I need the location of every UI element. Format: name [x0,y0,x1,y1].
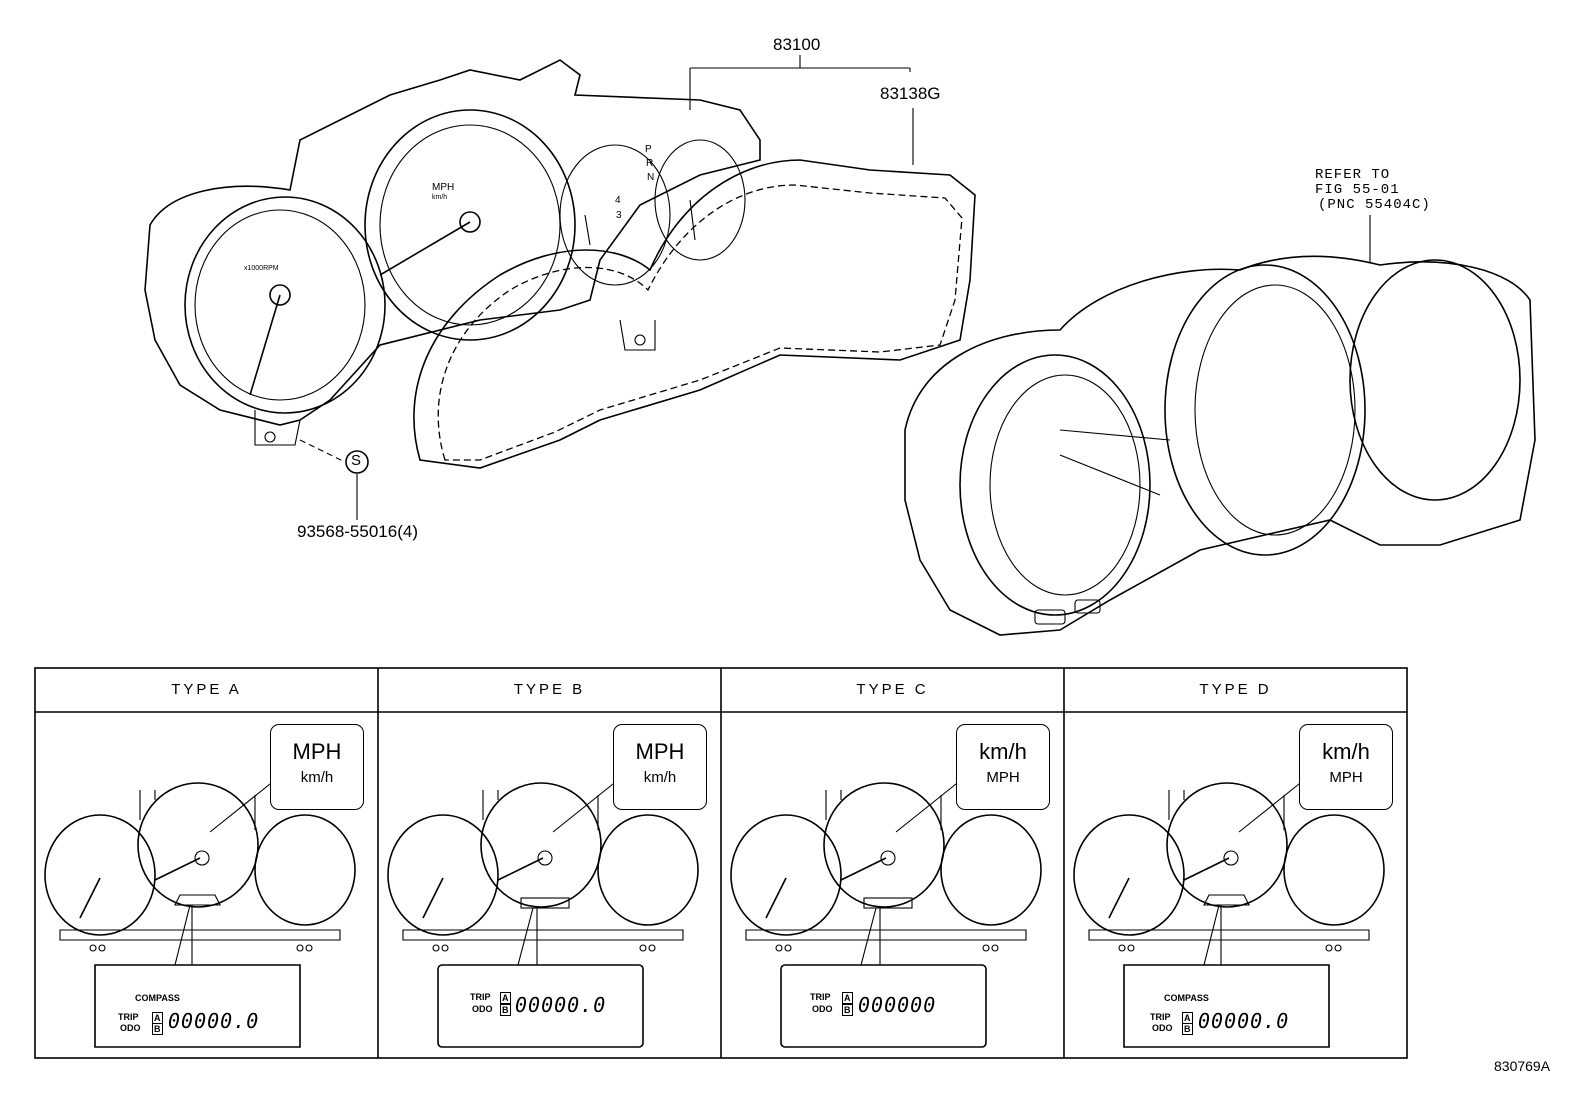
type-a-b-indicator: B [152,1023,163,1035]
cluster-assembly-drawing [144,59,761,446]
type-b-unit-secondary: km/h [643,769,677,786]
type-c-odometer-digits: 000000 [858,993,937,1017]
type-b-header: TYPE B [513,681,586,698]
type-d-unit-callout: km/h MPH [1299,724,1393,810]
type-d-compass-label: COMPASS [1164,993,1209,1003]
type-a-unit-secondary: km/h [300,769,334,786]
type-a-header: TYPE A [171,681,242,698]
type-table-frame [34,667,1408,1059]
part-number-assembly: 83100 [773,35,821,54]
type-c-unit-callout: km/h MPH [956,724,1050,810]
type-a-odo-label: ODO [120,1023,141,1033]
type-c-b-indicator: B [842,1004,853,1016]
gear-3: 3 [616,210,622,221]
type-b-odo-label: ODO [472,1004,493,1014]
type-a-compass-label: COMPASS [135,993,180,1003]
part-number-screw: 93568-55016(4) [297,522,418,541]
part-number-cover: 83138G [880,84,941,103]
tach-label: x1000RPM [244,265,279,272]
type-d-trip-label: TRIP [1150,1012,1171,1022]
type-a-cluster [44,779,356,1048]
refer-line-3: (PNC 55404C) [1318,197,1431,213]
speed-label-kmh: km/h [432,194,448,201]
type-a-unit-primary: MPH [292,739,342,764]
type-b-cluster [387,779,699,1048]
type-c-trip-label: TRIP [810,992,831,1002]
gear-r: R [646,158,654,169]
leader-lines [299,55,1371,520]
refer-line-1: REFER TO [1315,167,1391,183]
type-d-b-indicator: B [1182,1023,1193,1035]
type-c-cluster [730,779,1042,1048]
bezel-drawing [904,255,1536,636]
type-c-unit-primary: km/h [979,739,1027,764]
type-c-unit-secondary: MPH [986,769,1020,786]
type-a-trip-label: TRIP [118,1012,139,1022]
type-b-b-indicator: B [500,1004,511,1016]
speed-label-mph: MPH [432,182,455,193]
type-b-unit-primary: MPH [635,739,685,764]
screw-symbol: S [351,452,362,469]
type-b-a-indicator: A [500,992,511,1004]
type-a-odometer-digits: 00000.0 [168,1009,260,1033]
type-d-odometer-digits: 00000.0 [1198,1009,1290,1033]
cover-lens-drawing [413,159,976,469]
screw-symbol-circle [345,450,369,474]
gear-p: P [645,144,652,155]
type-d-unit-secondary: MPH [1329,769,1363,786]
type-d-odo-label: ODO [1152,1023,1173,1033]
type-b-unit-callout: MPH km/h [613,724,707,810]
type-a-unit-callout: MPH km/h [270,724,364,810]
type-c-odo-label: ODO [812,1004,833,1014]
type-b-odometer-digits: 00000.0 [515,993,607,1017]
refer-line-2: FIG 55-01 [1315,182,1400,198]
gear-4: 4 [615,195,621,206]
type-c-header: TYPE C [856,681,929,698]
type-d-cluster [1073,779,1385,1048]
type-b-trip-label: TRIP [470,992,491,1002]
gear-n: N [647,172,655,183]
type-d-unit-primary: km/h [1322,739,1370,764]
figure-id: 830769A [1494,1058,1551,1074]
type-d-header: TYPE D [1199,681,1272,698]
type-c-a-indicator: A [842,992,853,1004]
